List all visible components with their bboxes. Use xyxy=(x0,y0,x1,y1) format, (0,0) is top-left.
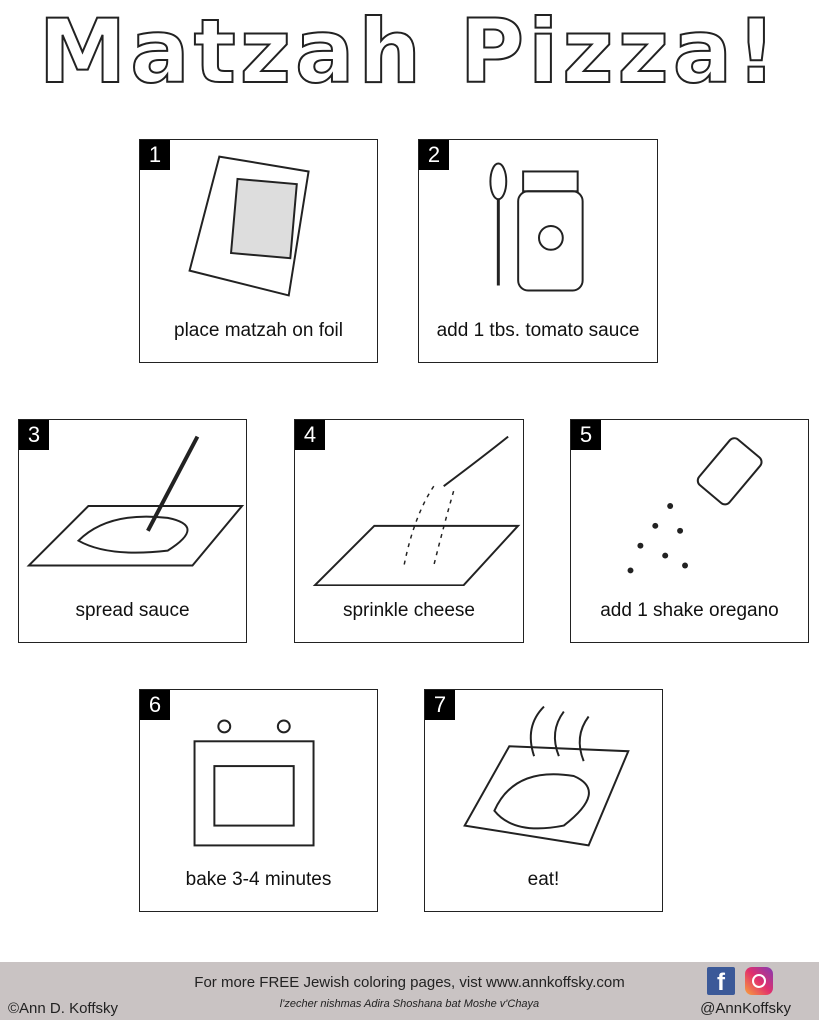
step-label: bake 3-4 minutes xyxy=(185,869,332,890)
step-card-2: 2 add 1 tbs. tomato sauce xyxy=(418,139,658,363)
footer-dedication: l'zecher nishmas Adira Shoshana bat Mosh… xyxy=(279,998,540,1010)
oven-illustration xyxy=(140,696,377,856)
step-label: sprinkle cheese xyxy=(342,600,476,621)
step-card-6: 6 bake 3-4 minutes xyxy=(139,689,378,912)
sprinkling-cheese-illustration xyxy=(295,426,523,587)
step-number: 5 xyxy=(571,420,601,450)
spreading-sauce-illustration xyxy=(19,426,246,586)
step-number: 1 xyxy=(140,140,170,170)
step-card-5: 5 add 1 shake oregano xyxy=(570,419,809,643)
step-card-3: 3 spread sauce xyxy=(18,419,247,643)
instagram-icon[interactable] xyxy=(745,967,773,995)
step-label: spread sauce xyxy=(75,600,190,621)
footer-promo-text: For more FREE Jewish coloring pages, vis… xyxy=(194,974,625,991)
step-label: place matzah on foil xyxy=(174,320,343,341)
step-label: eat! xyxy=(527,869,560,890)
step-number: 7 xyxy=(425,690,455,720)
copyright-text: ©Ann D. Koffsky xyxy=(8,1000,118,1017)
step-number: 6 xyxy=(140,690,170,720)
spoon-and-sauce-jar-illustration xyxy=(419,146,657,306)
step-number: 3 xyxy=(19,420,49,450)
step-label: add 1 shake oregano xyxy=(600,600,779,621)
social-handle: @AnnKoffsky xyxy=(700,1000,791,1017)
matzah-on-foil-illustration xyxy=(140,146,377,306)
oregano-shaker-illustration xyxy=(571,426,808,586)
step-card-1: 1 place matzah on foil xyxy=(139,139,378,363)
step-card-7: 7 eat! xyxy=(424,689,663,912)
baked-pizza-illustration xyxy=(425,696,662,856)
step-number: 2 xyxy=(419,140,449,170)
page-title: Matzah Pizza! xyxy=(38,0,781,104)
step-card-4: 4 sprinkle cheese xyxy=(294,419,524,643)
step-label: add 1 tbs. tomato sauce xyxy=(436,320,640,341)
step-number: 4 xyxy=(295,420,325,450)
footer: For more FREE Jewish coloring pages, vis… xyxy=(0,962,819,1020)
facebook-icon[interactable]: f xyxy=(707,967,735,996)
